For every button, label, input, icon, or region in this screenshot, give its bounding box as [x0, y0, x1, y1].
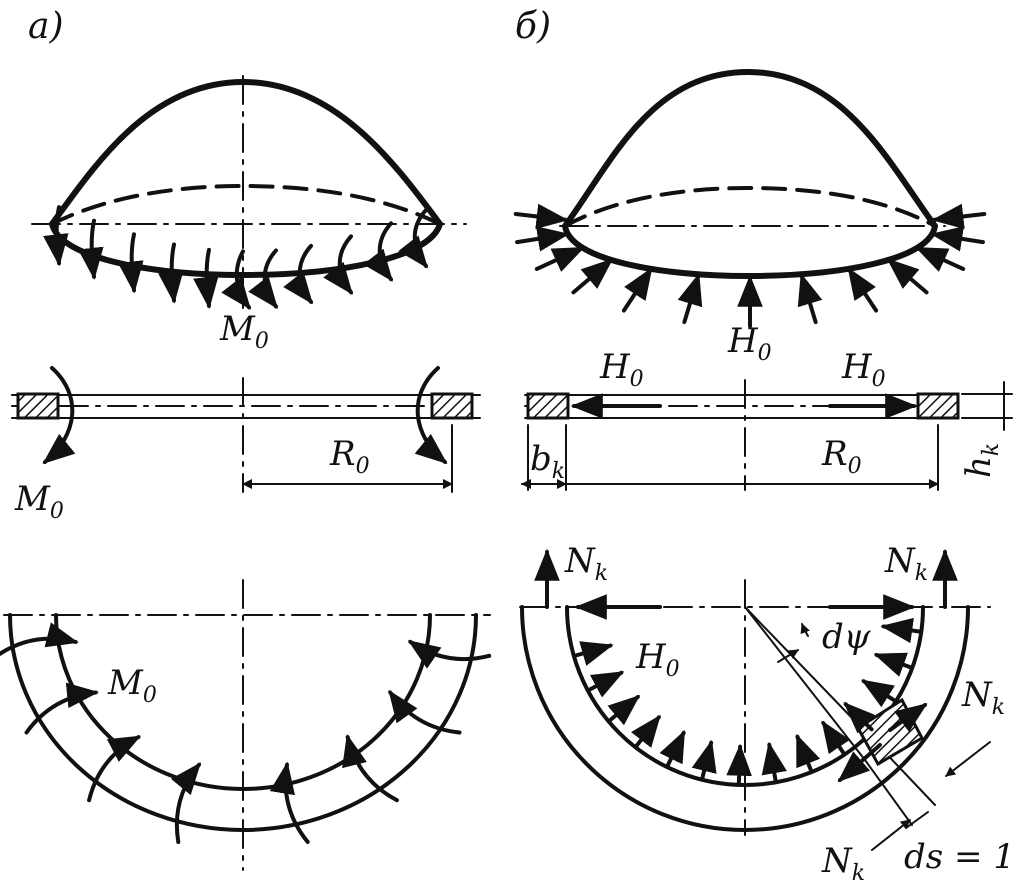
panel-b-edge-thrust-arrow	[513, 203, 569, 230]
panel-b-plan-thrust-arrow	[873, 652, 913, 677]
panel-b-edge-thrust-arrow	[847, 267, 879, 313]
panel-a-shell	[31, 75, 467, 313]
panel-a-edge-moment-arrow	[248, 248, 278, 309]
panel-a-moment-label: M0	[219, 309, 269, 354]
panel-b-edge-thrusts	[513, 203, 987, 328]
panel-b-height-label: hk	[959, 443, 1004, 478]
panel-a-radius-label: R0	[329, 434, 370, 479]
panel-a-tag: а)	[28, 6, 64, 47]
panel-b-plan-thrust-arrow	[630, 714, 661, 748]
panel-a-edge-moment-arrow	[323, 234, 353, 295]
panel-a-plan-moment-arrow	[87, 735, 142, 803]
panel-a-section-moment-label: M0	[14, 479, 64, 524]
panel-b-plan-thrust-arrow	[587, 670, 625, 698]
panel-b-edge-thrust-arrow	[677, 272, 703, 325]
panel-a-edge-moment-arrow	[158, 242, 184, 304]
panel-b-dome-outline	[562, 69, 938, 229]
panel-b-edge-thrust-arrow	[931, 203, 987, 230]
panel-b-radius-label: R0	[821, 434, 862, 479]
panel-b-edge-thrust-arrow	[571, 258, 614, 295]
panel-b-base-ring	[562, 223, 938, 279]
panel-b-plan-thrust-arrow	[659, 729, 686, 768]
panel-b-plan-thrust-arrow	[861, 679, 897, 708]
panel-a-plan-moment-arrow	[407, 639, 492, 669]
panel-b-plan-thrust-arrow	[761, 741, 787, 783]
panel-a-half-ring	[3, 579, 491, 871]
panel-b-angle-pointer	[777, 649, 799, 663]
panel-a-plan-moment-arrow	[0, 622, 79, 657]
panel-b-ring-force-label-right: Nk	[884, 541, 928, 586]
panel-b-width-label: bk	[530, 439, 565, 484]
panel-b-plan-thrust-arrow	[843, 702, 876, 734]
panel-a-edge-moment-arrow	[283, 243, 313, 305]
panel-b-ring-force-label-left: Nk	[564, 541, 608, 586]
panel-b-shell	[559, 69, 946, 279]
panel-a-dome-back-edge	[50, 184, 442, 226]
panel-b-plan-thrust-label: H0	[635, 637, 680, 682]
panel-a-moment-arrow-left	[42, 366, 76, 465]
panel-a-plan-moment-arrow	[269, 761, 310, 844]
panel-a-moment-arrow-right	[414, 366, 448, 465]
panel-b-edge-thrust-arrow	[515, 226, 570, 252]
panel-b-edge-thrust-arrow	[534, 246, 585, 272]
panel-b-edge-thrust-arrow	[621, 267, 653, 313]
panel-b-element-force-label-bottom: Nk	[821, 841, 865, 886]
panel-b-ring-outer-edge	[520, 605, 970, 832]
panel-b-dome-back-edge	[563, 186, 937, 228]
panel-b-tag: б)	[515, 6, 551, 47]
panel-a-plan-moment-label: M0	[107, 663, 157, 708]
panel-b-plan-thrust-arrow	[607, 694, 641, 726]
panel-a-edge-moment-arrow	[193, 247, 219, 310]
panel-b-right-thrust-label: H0	[841, 347, 886, 392]
panel-b-element-ext-2	[864, 759, 913, 826]
panel-a-plan-moment-arrow	[24, 682, 99, 735]
panel-a-plan-moment-arrow	[170, 762, 202, 844]
panel-a-plan-moment-arrow	[388, 689, 462, 735]
panel-b-half-ring	[519, 548, 991, 851]
panel-a-edge-moment-arrow	[398, 207, 428, 269]
panel-a: а) M0 R0 M0	[0, 6, 492, 871]
panel-a-ring-cross-section-right	[430, 392, 474, 420]
panel-b-element-force-upper	[888, 703, 928, 733]
panel-b-distributed-thrusts	[573, 617, 922, 785]
panel-b-ring-cross-section-right	[916, 392, 960, 420]
panel-b-edge-thrust-arrow	[797, 272, 823, 325]
panel-b-edge-thrust-arrow	[886, 258, 929, 295]
panel-b-edge-thrust-arrow	[930, 226, 985, 252]
panel-b-plan-thrust-arrow	[691, 739, 717, 780]
panel-a-edge-moments	[43, 205, 428, 310]
panel-a-dome-outline	[49, 79, 443, 227]
panel-a-ring-outer-edge	[8, 613, 478, 832]
panel-b-element-normal-bottom	[871, 819, 911, 851]
panel-b-plan-thrust-arrow	[880, 617, 922, 644]
panel-b-ring-cross-section-left	[526, 392, 570, 420]
panel-b-plan-thrust-arrow	[821, 720, 851, 755]
panel-a-edge-moment-arrow	[221, 249, 251, 310]
panel-b-element-force-label-right: Nk	[961, 675, 1005, 720]
panel-a-edge-moment-arrow	[118, 232, 144, 294]
panel-b-plan-thrust-arrow	[726, 743, 752, 785]
panel-b-edge-thrust-arrow	[915, 246, 966, 272]
panel-b-element-force-lower	[837, 743, 882, 783]
panel-b-plan-thrust-arrow	[573, 641, 614, 666]
panel-a-edge-moment-arrow	[78, 218, 104, 280]
panel-a-ring-cross-section-left	[16, 392, 60, 420]
panel-b-ring-section	[521, 379, 1013, 491]
panel-b-angle-arc	[800, 623, 810, 637]
panel-b-plan-thrust-arrow	[795, 733, 821, 773]
panel-a-edge-moment-arrow	[43, 205, 69, 267]
panel-b-element-length-label: ds = 1	[904, 837, 1015, 877]
panel-a-distributed-moments	[0, 622, 492, 844]
panel-b-ring-inner-edge	[565, 605, 925, 787]
panel-b-element-normal-right	[945, 741, 991, 777]
panel-b-angle-label: dψ	[822, 617, 871, 657]
panel-b: б) H0 H0 H0	[513, 6, 1015, 886]
panel-b-left-thrust-label: H0	[599, 347, 644, 392]
panel-a-plan-moment-arrow	[342, 734, 399, 803]
panel-a-ring-section	[11, 366, 481, 493]
panel-b-thrust-label: H0	[727, 321, 772, 366]
panel-a-edge-moment-arrow	[363, 221, 393, 282]
